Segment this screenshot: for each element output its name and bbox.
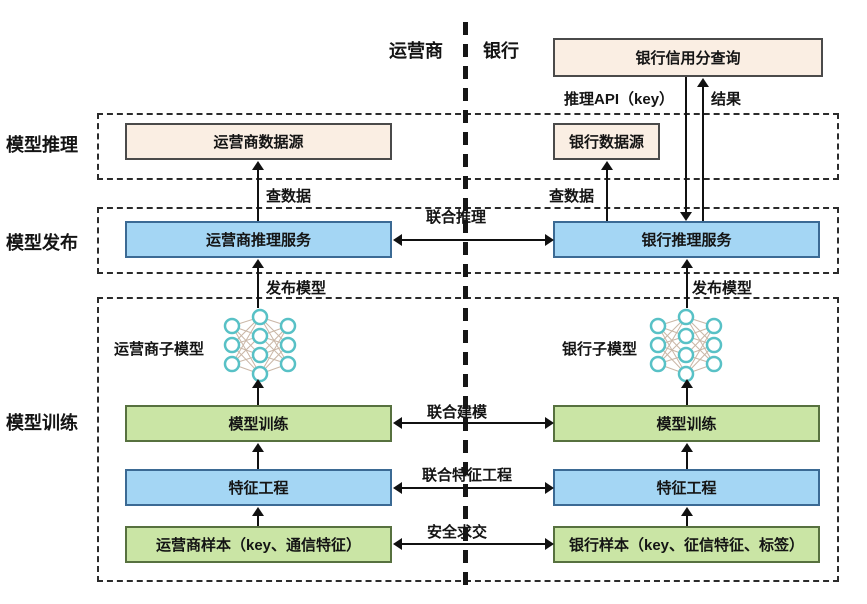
region-model-publish [97,207,839,274]
label-query-data-operator: 查数据 [266,188,312,205]
operator-submodel-neural-network-icon [223,308,297,383]
arrow-operator-publish-model [252,259,264,308]
arrow-secure-intersection [393,538,554,550]
header-operator-label: 运营商 [389,41,443,61]
stage-label-model-training: 模型训练 [6,413,78,433]
arrow-operator-feature-to-training [252,443,264,469]
arrow-inference-api [680,77,692,221]
box-operator-feature-engineering: 特征工程 [125,469,392,506]
arrow-operator-sample-to-feature [252,507,264,526]
label-joint-feature-engineering: 联合特征工程 [422,467,513,484]
region-model-training [97,297,839,582]
arrow-bank-sample-to-feature [681,507,693,526]
arrow-joint-feature-engineering [393,482,554,494]
label-bank-submodel: 银行子模型 [562,341,638,358]
region-model-inference [97,113,839,180]
box-bank-sample: 银行样本（key、征信特征、标签） [553,526,820,563]
arrow-joint-modeling [393,417,554,429]
box-bank-inference-service: 银行推理服务 [553,221,820,258]
box-operator-training: 模型训练 [125,405,392,442]
label-secure-intersection: 安全求交 [427,524,488,541]
label-publish-model-bank: 发布模型 [692,280,753,297]
stage-label-model-publish: 模型发布 [6,233,78,253]
arrow-bank-publish-model [681,259,693,308]
label-result: 结果 [711,91,742,108]
label-operator-submodel: 运营商子模型 [114,341,205,358]
box-bank-training: 模型训练 [553,405,820,442]
arrow-bank-query-data [601,161,613,221]
label-query-data-bank: 查数据 [549,188,595,205]
box-operator-sample: 运营商样本（key、通信特征） [125,526,392,563]
stage-label-model-inference: 模型推理 [6,135,78,155]
arrow-result [697,78,709,221]
label-joint-modeling: 联合建模 [427,404,488,421]
box-bank-feature-engineering: 特征工程 [553,469,820,506]
bank-submodel-neural-network-icon [649,308,723,383]
box-operator-inference-service: 运营商推理服务 [125,221,392,258]
box-bank-credit-query: 银行信用分查询 [553,38,823,77]
arrow-bank-training-to-submodel [681,379,693,405]
header-bank-label: 银行 [483,41,519,61]
arrow-operator-training-to-submodel [252,379,264,405]
arrow-operator-query-data [252,161,264,221]
box-bank-datasource: 银行数据源 [553,123,660,160]
party-divider-line [463,22,468,590]
arrow-bank-feature-to-training [681,443,693,469]
label-publish-model-operator: 发布模型 [266,280,327,297]
arrow-joint-inference [393,234,554,246]
box-operator-datasource: 运营商数据源 [125,123,392,160]
label-joint-inference: 联合推理 [426,209,487,226]
label-inference-api: 推理API（key） [564,91,675,108]
